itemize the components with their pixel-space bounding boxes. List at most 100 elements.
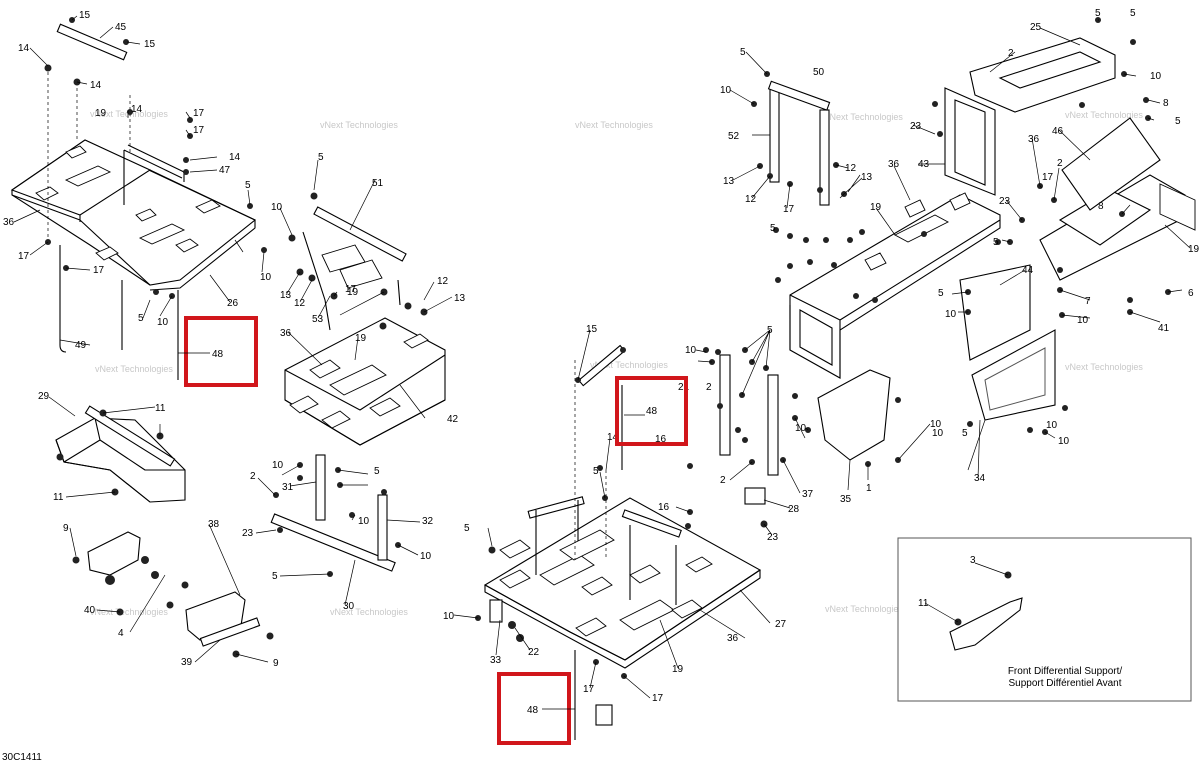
callout: 12 [745,194,757,205]
main-frame-36-19 [773,192,1001,379]
callout: 39 [181,657,193,668]
callout: 10 [443,611,455,622]
callout: 38 [208,519,220,530]
callout: 13 [723,176,735,187]
callout: 36 [727,633,739,644]
highlight-label: 48 [646,406,658,417]
callout: 45 [115,22,127,33]
callout: 13 [861,172,873,183]
callout: 10 [685,345,697,356]
callout: 17 [18,251,30,262]
callout: 10 [1077,315,1089,326]
callout: 11 [918,598,929,609]
callout: 13 [454,293,466,304]
callout: 46 [1052,126,1064,137]
callout: 3 [970,555,976,566]
callout: 10 [930,419,942,430]
watermark: vNext Technologies [320,120,398,130]
bracket-25-46-41 [959,17,1196,435]
callout: 19 [355,333,367,344]
callout: 14 [90,80,102,91]
callout: 11 [53,492,64,503]
callout: 36 [280,328,292,339]
callout: 10 [932,428,944,439]
callout: 5 [767,325,773,336]
callout: 42 [447,414,459,425]
callout: 19 [347,287,359,298]
callout: 26 [227,298,239,309]
callout: 9 [63,523,69,534]
callout: 52 [728,131,740,142]
callout: 33 [490,655,502,666]
callout: 12 [294,298,306,309]
callout: 8 [1098,201,1104,212]
callout: 23 [910,121,922,132]
plate-27-assembly [475,344,762,740]
callout: 53 [312,314,324,325]
callout: 19 [672,664,684,675]
callout: 17 [1042,172,1054,183]
callout: 17 [193,108,205,119]
callout: 19 [1188,244,1200,255]
callout: 8 [1163,98,1169,109]
highlight-label: 48 [212,349,224,360]
callout: 17 [652,693,664,704]
callout: 9 [273,658,279,669]
callout: 28 [788,504,800,515]
callout: 47 [219,165,231,176]
callout: 2 [706,382,712,393]
plate-26-assembly [10,17,267,380]
highlight-box [615,376,688,446]
callout: 14 [18,43,30,54]
part-48-highlights: 48 48 16 48 [178,316,688,745]
front-differential-inset: Front Differential Support/ Support Diff… [897,537,1192,702]
diagram-code: 30C1411 [2,752,42,763]
callout: 5 [1130,8,1136,19]
callout: 14 [229,152,241,163]
frame-52-50-43 [751,71,996,206]
callout: 11 [155,403,166,414]
callout: 23 [999,196,1011,207]
callout: 22 [528,647,540,658]
callout: 17 [345,284,357,295]
frame-30-31-32 [270,454,401,577]
callout: 5 [318,152,324,163]
watermark: vNext Technologies [90,607,168,617]
callout: 40 [84,605,96,616]
callout: 49 [75,340,87,351]
callout: 10 [272,460,284,471]
callout: 19 [870,202,882,213]
callout: 15 [79,10,91,21]
callout: 2 [250,471,256,482]
callout: 36 [888,159,900,170]
callout: 41 [1158,323,1170,334]
callout: 15 [144,39,156,50]
callout: 10 [945,309,957,320]
callout: 1 [866,483,872,494]
callout: 5 [770,223,776,234]
watermark: vNext Technologies [825,604,903,614]
callout: 5 [740,47,746,58]
callout-labels: 15 45 15 14 14 19 14 17 17 14 47 36 5 17… [3,8,1200,704]
callout: 5 [1095,8,1101,19]
bracket-29 [55,405,186,503]
watermark: vNext Technologies [825,112,903,122]
callout: 10 [420,551,432,562]
callout: 31 [282,482,294,493]
inset-caption-line1: Front Differential Support/ [1008,666,1123,677]
callout: 12 [845,163,857,174]
callout: 32 [422,516,434,527]
watermark: vNext Technologies [330,607,408,617]
callout: 16 [655,434,667,445]
callout: 5 [593,466,599,477]
callout: 10 [720,85,732,96]
callout: 4 [118,628,124,639]
callout: 30 [343,601,355,612]
callout: 10 [157,317,169,328]
callout: 5 [993,237,999,248]
callout: 36 [1028,134,1040,145]
watermark: vNext Technologies [95,364,173,374]
callout: 50 [813,67,825,78]
callout: 51 [372,178,384,189]
